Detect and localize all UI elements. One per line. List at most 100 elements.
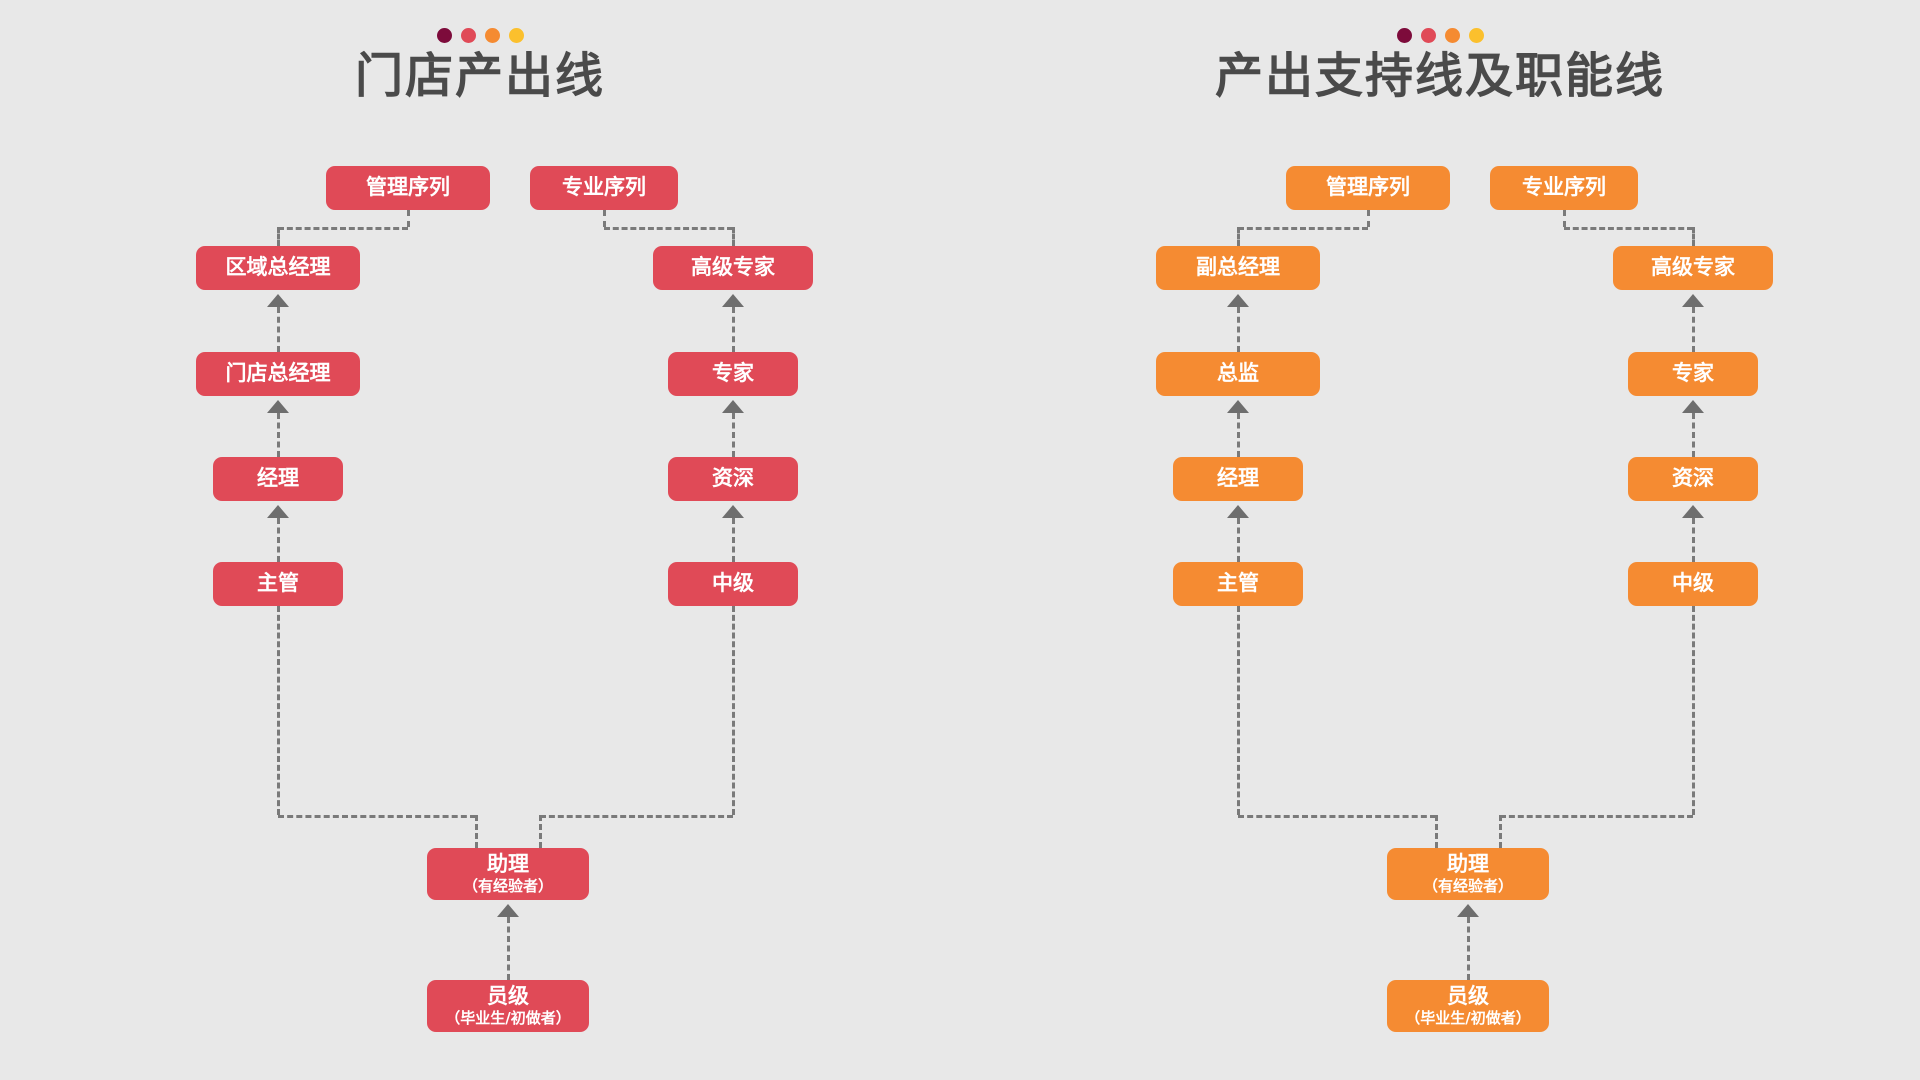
node-label: 主管: [257, 571, 299, 596]
dot-1-icon: [436, 28, 452, 43]
node-label: 经理: [257, 466, 299, 491]
level-mgmt-manager[interactable]: 经理: [1173, 457, 1303, 501]
level-mgmt-supervisor[interactable]: 主管: [213, 562, 343, 606]
connector-header-prof-elbow: [1564, 227, 1693, 230]
node-label: 管理序列: [366, 175, 450, 200]
header-badge-professional-sequence[interactable]: 专业序列: [530, 166, 678, 210]
level-prof-senior-expert[interactable]: 高级专家: [653, 246, 813, 290]
level-shared-assistant[interactable]: 助理（有经验者）: [427, 848, 589, 900]
node-label: 高级专家: [1651, 255, 1735, 280]
node-sublabel: （有经验者）: [462, 876, 553, 895]
connector-converge-prof-run: [1500, 815, 1693, 818]
level-shared-assistant[interactable]: 助理（有经验者）: [1387, 848, 1549, 900]
node-label: 中级: [1672, 571, 1714, 596]
level-prof-intermediate[interactable]: 中级: [668, 562, 798, 606]
level-prof-intermediate[interactable]: 中级: [1628, 562, 1758, 606]
dot-2-icon: [1420, 28, 1436, 43]
connector-header-mgmt-drop: [1237, 227, 1240, 246]
connector-arrowhead-icon: [722, 505, 744, 518]
career-group-output-support-and-function-line: 产出支持线及职能线管理序列专业序列副总经理总监经理主管高级专家专家资深中级助理（…: [960, 0, 1920, 1080]
dot-2-icon: [460, 28, 476, 43]
level-shared-entry-level[interactable]: 员级（毕业生/初做者）: [427, 980, 589, 1032]
connector-rung-link: [1237, 307, 1240, 352]
group-title: 产出支持线及职能线: [1214, 48, 1665, 104]
node-label: 主管: [1217, 571, 1259, 596]
connector-header-mgmt-elbow: [278, 227, 408, 230]
node-label: 副总经理: [1196, 255, 1280, 280]
connector-arrowhead-icon: [722, 400, 744, 413]
header-badge-management-sequence[interactable]: 管理序列: [1286, 166, 1450, 210]
node-label: 助理: [1447, 852, 1489, 877]
node-label: 专业序列: [1522, 175, 1606, 200]
node-label: 门店总经理: [225, 361, 331, 386]
node-label: 员级: [1447, 984, 1489, 1009]
connector-arrowhead-icon: [1457, 904, 1479, 917]
connector-header-prof-drop: [1692, 227, 1695, 246]
connector-arrowhead-icon: [267, 294, 289, 307]
connector-arrowhead-icon: [722, 294, 744, 307]
connector-rung-link: [1692, 413, 1695, 457]
connector-rung-link: [1692, 518, 1695, 562]
connector-converge-prof-run: [540, 815, 733, 818]
connector-converge-mgmt-run: [278, 815, 476, 818]
connector-rung-link: [732, 307, 735, 352]
connector-header-prof-drop: [732, 227, 735, 246]
connector-header-mgmt-elbow: [1238, 227, 1368, 230]
header-badge-professional-sequence[interactable]: 专业序列: [1490, 166, 1638, 210]
level-mgmt-supervisor[interactable]: 主管: [1173, 562, 1303, 606]
connector-header-prof-stub: [1563, 210, 1566, 227]
node-label: 助理: [487, 852, 529, 877]
connector-converge-prof-drop: [1692, 606, 1695, 815]
connector-converge-mgmt-drop: [277, 606, 280, 815]
level-prof-senior[interactable]: 资深: [668, 457, 798, 501]
career-group-store-output-line: 门店产出线管理序列 专业序列区域总经理门店总经理经理主管 高级专家专家资深中级助理（…: [0, 28, 960, 1032]
group-title: 门店产出线: [354, 48, 605, 104]
connector-rung-link: [1692, 307, 1695, 352]
level-prof-expert[interactable]: 专家: [668, 352, 798, 396]
dot-3-icon: [1444, 28, 1460, 43]
level-mgmt-manager[interactable]: 经理: [213, 457, 343, 501]
connector-converge-prof-drop: [732, 606, 735, 815]
node-label: 管理序列: [1326, 175, 1410, 200]
level-mgmt-store-gm[interactable]: 门店总经理: [196, 352, 360, 396]
connector-arrowhead-icon: [267, 505, 289, 518]
connector-converge-prof-into-assistant: [539, 815, 542, 848]
node-label: 中级: [712, 571, 754, 596]
level-mgmt-regional-gm[interactable]: 区域总经理: [196, 246, 360, 290]
connector-entry-to-assistant: [1467, 917, 1470, 980]
connector-arrowhead-icon: [497, 904, 519, 917]
connector-converge-mgmt-drop: [1237, 606, 1240, 815]
node-label: 资深: [712, 466, 754, 491]
node-label: 资深: [1672, 466, 1714, 491]
node-label: 总监: [1217, 361, 1259, 386]
dot-3-icon: [484, 28, 500, 43]
node-label: 区域总经理: [225, 255, 331, 280]
connector-arrowhead-icon: [1682, 505, 1704, 518]
node-sublabel: （有经验者）: [1422, 876, 1513, 895]
connector-converge-prof-into-assistant: [1499, 815, 1502, 848]
node-label: 专家: [712, 361, 754, 386]
connector-header-mgmt-stub: [1367, 210, 1370, 227]
level-mgmt-director[interactable]: 总监: [1156, 352, 1320, 396]
level-prof-senior-expert[interactable]: 高级专家: [1613, 246, 1773, 290]
level-prof-senior[interactable]: 资深: [1628, 457, 1758, 501]
connector-rung-link: [732, 518, 735, 562]
connector-arrowhead-icon: [267, 400, 289, 413]
header-badge-management-sequence[interactable]: 管理序列: [326, 166, 490, 210]
decorative-dots: [0, 28, 960, 43]
level-shared-entry-level[interactable]: 员级（毕业生/初做者）: [1387, 980, 1549, 1032]
level-mgmt-deputy-gm[interactable]: 副总经理: [1156, 246, 1320, 290]
connector-rung-link: [277, 413, 280, 457]
connector-header-prof-stub: [603, 210, 606, 227]
connector-rung-link: [277, 307, 280, 352]
node-label: 员级: [487, 984, 529, 1009]
node-label: 专业序列: [562, 175, 646, 200]
connector-header-prof-elbow: [604, 227, 733, 230]
connector-rung-link: [1237, 518, 1240, 562]
connector-arrowhead-icon: [1682, 294, 1704, 307]
node-label: 专家: [1672, 361, 1714, 386]
connector-entry-to-assistant: [507, 917, 510, 980]
node-sublabel: （毕业生/初做者）: [1405, 1008, 1531, 1027]
level-prof-expert[interactable]: 专家: [1628, 352, 1758, 396]
